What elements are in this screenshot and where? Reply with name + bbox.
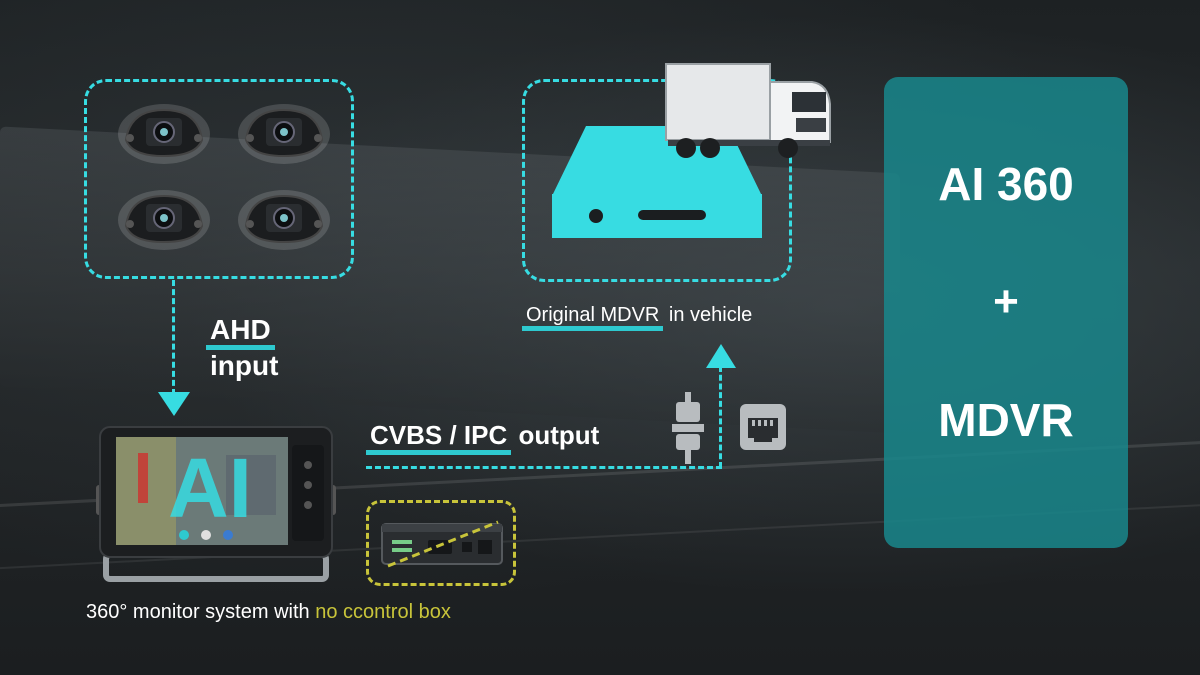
ahd-input-label: AHD input [206,312,278,384]
plug-icon [672,392,704,464]
mdvr-device-icon [552,126,762,238]
cvbs-label-rest: output [518,420,600,450]
control-box-frame [366,500,516,586]
truck-icon [665,63,831,158]
camera-group-frame [84,79,354,279]
ethernet-port-icon [740,404,786,450]
ahd-connector-line [172,280,175,395]
panel-title-ai360: AI 360 [938,158,1074,210]
mdvr-label-rest: in vehicle [668,304,753,326]
panel-plus-sign: + [993,277,1019,326]
mdvr-group-frame [522,79,792,282]
panel-title-mdvr: MDVR [938,394,1074,446]
output-vertical-line [719,366,722,468]
ahd-label-line2: input [210,350,279,381]
camera-icon [238,104,330,164]
camera-icon [118,190,210,250]
ai360-mdvr-panel: AI 360 + MDVR [884,77,1128,548]
monitor-caption: 360° monitor system with no ccontrol box [86,601,451,624]
output-connector-line [366,466,722,469]
camera-icon [118,104,210,164]
monitor-caption-main: 360° monitor system with [86,601,310,623]
camera-icon [238,190,330,250]
monitor-icon [96,426,336,582]
mdvr-label-highlight: Original MDVR [522,304,664,331]
cvbs-ipc-output-label: CVBS / IPC output [366,420,600,455]
arrow-down-icon [158,392,190,416]
arrow-up-icon [706,344,736,368]
monitor-caption-accent: no ccontrol box [315,601,451,623]
ahd-label-line1: AHD [206,314,275,350]
cvbs-label-highlight: CVBS / IPC [366,420,512,455]
monitor-screen-ai-text: AI [168,441,252,535]
mdvr-label: Original MDVR in vehicle [522,304,753,331]
control-box-icon [381,520,503,568]
